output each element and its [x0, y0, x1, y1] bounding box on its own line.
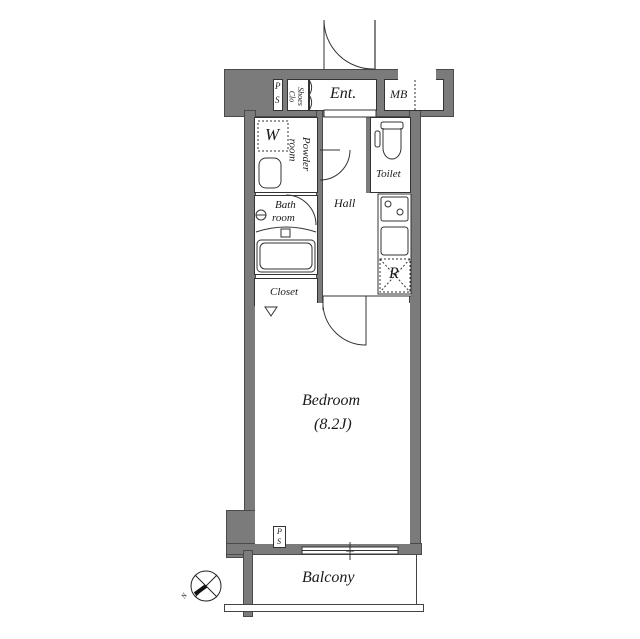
- pipe-space-top-label-s: S: [275, 95, 280, 105]
- pipe-space-top: [273, 79, 283, 111]
- powder-room-label-2: room: [286, 138, 299, 162]
- refrigerator-label: R: [389, 265, 399, 282]
- washer-label: W: [265, 125, 280, 144]
- balcony-divider-wall: [243, 550, 253, 617]
- toilet-label: Toilet: [376, 168, 401, 180]
- hall-label: Hall: [334, 196, 356, 210]
- toilet: [370, 117, 411, 193]
- hall: [323, 117, 366, 310]
- powder-room-label: Powder: [300, 136, 313, 172]
- bathroom-label: Bath: [275, 199, 296, 211]
- bedroom: [255, 303, 410, 544]
- pipe-space-bottom-label-s: S: [277, 537, 281, 546]
- balcony-label: Balcony: [302, 569, 355, 586]
- entrance: [309, 79, 377, 111]
- bedroom-label: Bedroom: [302, 392, 361, 409]
- pipe-space-bottom: [273, 526, 286, 548]
- bathroom-label-2: room: [272, 212, 295, 224]
- closet-label: Closet: [270, 286, 299, 298]
- shoes-closet-label-2: Clo: [287, 90, 297, 103]
- shoes-closet-label: Shoes: [295, 87, 305, 106]
- top-wall-notch: [398, 69, 436, 81]
- bathroom: [254, 195, 318, 275]
- meter-box-label: MB: [390, 87, 408, 101]
- pipe-space-top-label-p: P: [275, 81, 281, 91]
- entrance-label: Ent.: [330, 85, 357, 102]
- kitchen: [366, 193, 411, 296]
- pipe-space-bottom-label-p: P: [277, 527, 282, 536]
- powder-room: [254, 117, 318, 193]
- shoes-closet[interactable]: [287, 79, 309, 111]
- balcony-railing: [224, 604, 424, 612]
- bedroom-size: (8.2J): [314, 416, 352, 433]
- balcony: [253, 555, 417, 605]
- compass-icon: [190, 570, 222, 602]
